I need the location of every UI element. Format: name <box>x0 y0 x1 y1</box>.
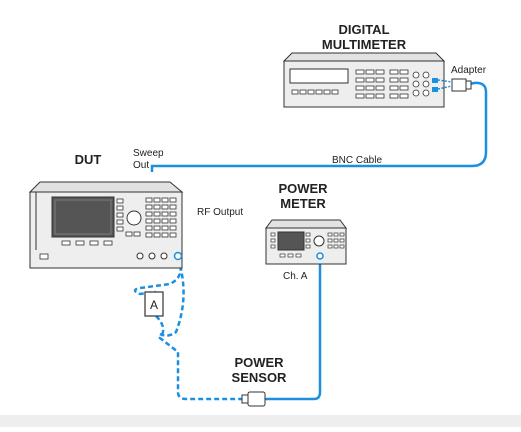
power-meter-screen <box>277 231 305 251</box>
dut-front-connectors <box>136 252 168 260</box>
attenuator: A <box>144 291 164 317</box>
multimeter-keypad <box>291 69 409 99</box>
dut-keypad <box>39 197 177 260</box>
power-sensor-body <box>247 391 266 407</box>
bnc-adapter: Adapter <box>451 65 487 92</box>
power-meter-top <box>265 219 347 229</box>
adapter-label: Adapter <box>451 65 487 76</box>
dut-knob <box>126 210 142 226</box>
bnc-cable-label: BNC Cable <box>332 155 382 166</box>
multimeter-display <box>289 68 349 84</box>
dut-instrument: DUT Sweep Out RF Output <box>28 148 243 269</box>
sweep-out-label-line2: Out <box>133 160 149 171</box>
dut-rf-output-port <box>173 251 183 261</box>
power-meter-title-line1: POWER <box>278 181 328 196</box>
power-sensor-connector <box>241 394 249 404</box>
rf-dashed-cable-bottom <box>155 315 245 401</box>
dut-title: DUT <box>75 152 102 167</box>
bnc-cable <box>150 81 488 172</box>
footer-band <box>0 415 521 427</box>
power-meter: POWER METER Ch. A <box>265 181 347 282</box>
dut-screen <box>51 196 115 238</box>
attenuator-label: A <box>150 298 158 312</box>
power-meter-knob <box>313 235 325 247</box>
rf-output-label: RF Output <box>197 207 243 218</box>
channel-a-label: Ch. A <box>283 271 308 282</box>
sweep-out-label-line1: Sweep <box>133 148 164 159</box>
multimeter-title-line1: DIGITAL <box>338 22 389 37</box>
multimeter-title-line2: MULTIMETER <box>322 37 407 52</box>
multimeter-body <box>283 60 445 108</box>
dut-softkeys <box>116 198 124 232</box>
power-sensor: POWER SENSOR <box>232 355 288 407</box>
cables <box>133 81 488 401</box>
power-sensor-title-line1: POWER <box>234 355 284 370</box>
digital-multimeter: DIGITAL MULTIMETER <box>282 22 453 108</box>
power-sensor-title-line2: SENSOR <box>232 370 288 385</box>
sensor-cable <box>265 256 322 401</box>
multimeter-jumper-wires <box>437 79 453 90</box>
dut-top <box>28 181 184 193</box>
multimeter-top <box>282 52 446 62</box>
multimeter-terminals <box>412 71 430 97</box>
rf-dashed-cable-right <box>159 257 185 337</box>
power-meter-title-line2: METER <box>280 196 326 211</box>
power-meter-keys <box>270 232 345 258</box>
multimeter-input-terminals <box>432 78 438 92</box>
power-meter-channel-a-port <box>316 252 324 260</box>
